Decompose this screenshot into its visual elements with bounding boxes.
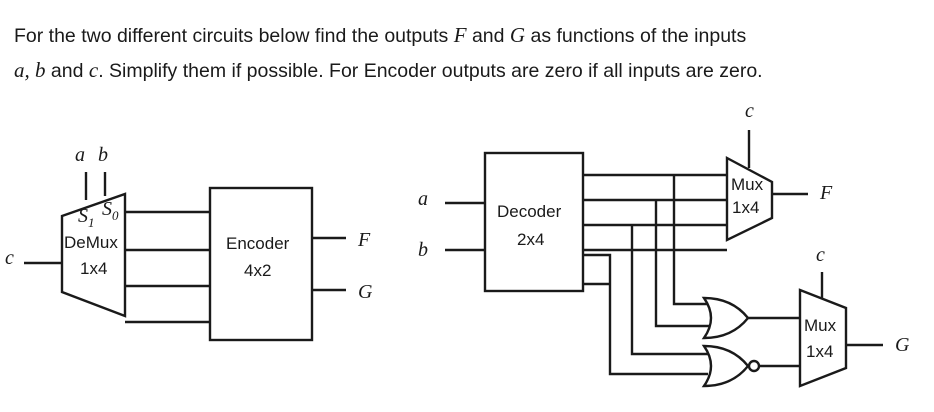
mux-top-select-label: c [745,100,754,122]
nor-gate-bubble [747,359,761,373]
demux-block [60,192,127,318]
demux-label: DeMux [64,233,118,252]
mux-bottom-select-label: c [816,244,825,266]
mux-bottom-block [798,288,848,388]
variables-a-b: a, b [14,58,46,82]
encoder-label: Encoder [226,234,290,253]
circuit1-output-G-label: G [358,281,373,303]
mux-top-block [725,156,774,242]
question-text-part: as functions of the inputs [525,25,747,47]
tap-to-or-in-2 [654,200,712,328]
encoder-size-label: 4x2 [244,261,271,280]
s0-label: S0 [102,198,119,223]
circuit1-input-c-label: c [5,247,14,269]
decoder-label: Decoder [497,202,562,221]
mux-bottom-label: Mux [804,316,837,335]
circuit2-input-a-label: a [418,188,428,210]
circuit2-output-F-label: F [819,182,833,204]
encoder-block [208,186,314,342]
question-text-part: and [466,25,510,47]
decoder-block [483,151,585,293]
variable-F: F [453,23,467,47]
demux-size-label: 1x4 [80,259,107,278]
question-text: For the two different circuits below fin… [14,18,914,88]
s1-label: S1 [78,205,95,230]
question-text-part: For the two different circuits below fin… [14,25,454,47]
circuit1-input-a-label: a [75,144,85,166]
circuit2-input-b-label: b [418,239,428,261]
circuit1-input-b-label: b [98,144,108,166]
question-line-1: For the two different circuits below fin… [14,18,914,53]
mux-bottom-size-label: 1x4 [806,342,833,361]
variable-c: c [88,58,99,82]
mux-top-label: Mux [731,175,764,194]
variable-G: G [509,23,526,47]
decoder-output-3 [583,253,708,376]
question-line-2: a, b and c. Simplify them if possible. F… [14,53,914,88]
decoder-size-label: 2x4 [517,230,544,249]
mux-top-size-label: 1x4 [732,198,759,217]
circuit-1: a b S1 S0 DeMux 1x4 c Encoder 4x2 F G [5,144,373,342]
or-gate [701,296,750,340]
question-text-part: and [45,60,89,82]
circuit1-output-F-label: F [357,229,371,251]
tap-to-nor-in-1 [630,225,711,356]
nor-gate [701,344,750,388]
circuit2-output-G-label: G [895,334,910,356]
question-text-part: . Simplify them if possible. For Encoder… [98,60,763,82]
tap-to-or-in-1 [672,175,710,306]
circuit-2: a b Decoder 2x4 Mux 1x4 c F [418,100,910,388]
